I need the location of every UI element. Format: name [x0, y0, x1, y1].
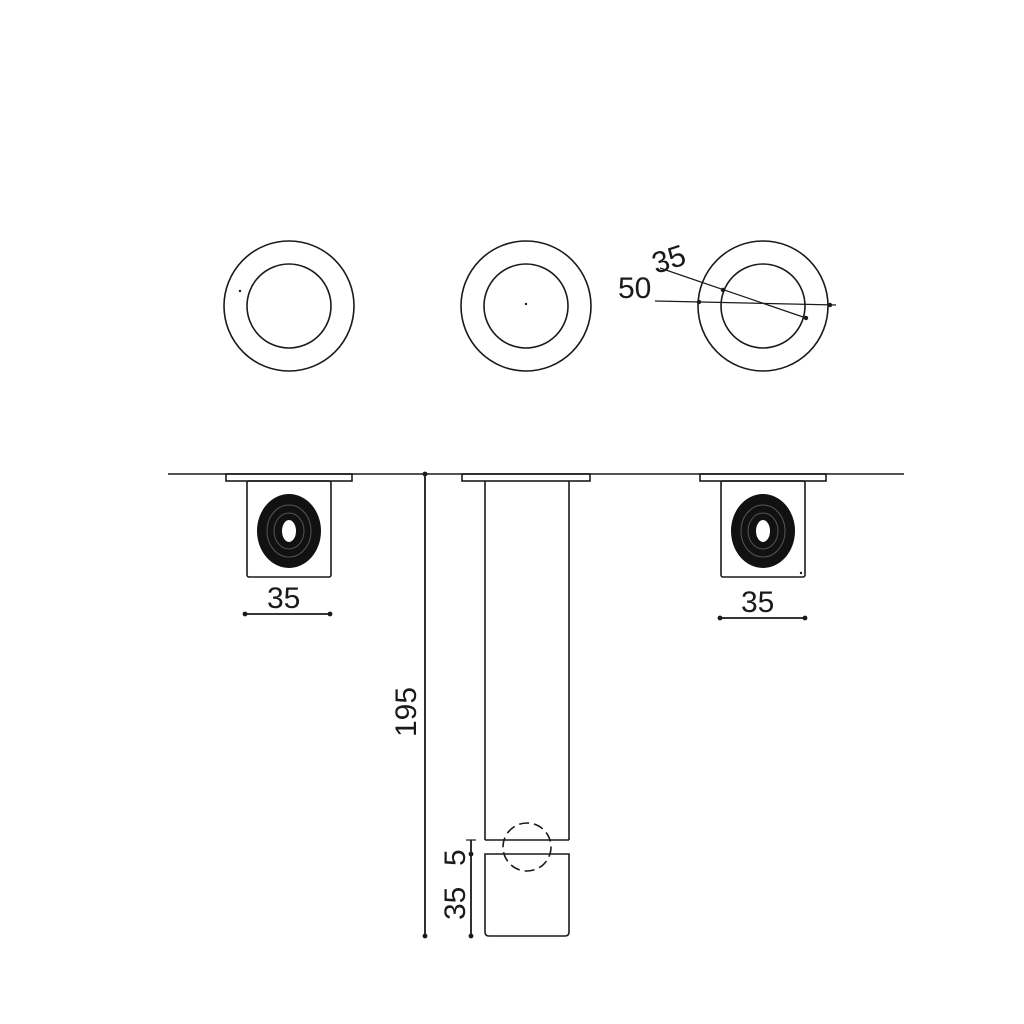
- dim-label-right-handle-width: 35: [741, 586, 774, 619]
- top-view-diameter-leaders: [654, 267, 837, 321]
- top-view-center-rosette: [460, 240, 592, 372]
- top-view-left-rosette: [223, 240, 355, 372]
- top-view: 35 50: [223, 239, 837, 372]
- top-view-right-rosette: [697, 240, 829, 372]
- front-view: 35 35 1: [168, 471, 904, 939]
- spout-detail-dimensions: 5 35: [439, 839, 476, 939]
- dim-label-left-handle-width: 35: [267, 582, 300, 615]
- overall-height-dimension: 195: [390, 471, 428, 939]
- aerator-outline: [502, 822, 552, 872]
- spout: [461, 473, 591, 937]
- dim-label-top-35: 35: [648, 239, 690, 281]
- dim-label-top-50: 50: [618, 272, 651, 305]
- dim-label-spout-tip: 35: [439, 887, 472, 920]
- right-handle: 35: [699, 473, 827, 621]
- left-handle: 35: [225, 473, 353, 617]
- dim-label-gap: 5: [439, 849, 472, 866]
- dim-label-overall-height: 195: [390, 687, 423, 737]
